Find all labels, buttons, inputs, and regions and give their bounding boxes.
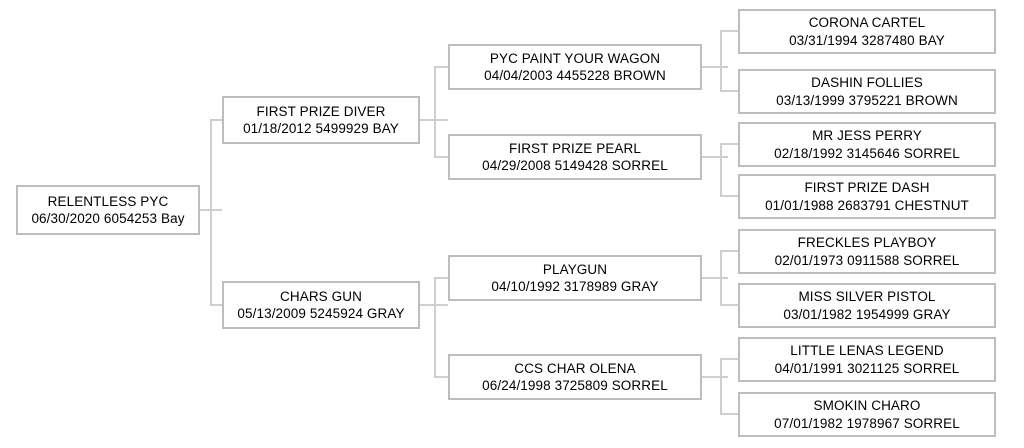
- node-name: PYC PAINT YOUR WAGON: [489, 50, 661, 66]
- node-name: CORONA CARTEL: [808, 15, 926, 31]
- pedigree-node-dam-sire[interactable]: PLAYGUN 04/10/1992 3178989 GRAY: [448, 255, 702, 301]
- node-name: CCS CHAR OLENA: [514, 360, 636, 376]
- connector-branch: [434, 156, 448, 158]
- connector-branch: [434, 376, 448, 378]
- node-detail: 01/18/2012 5499929 BAY: [243, 121, 399, 136]
- connector-bus: [720, 359, 722, 414]
- pedigree-node-dam-dam[interactable]: CCS CHAR OLENA 06/24/1998 3725809 SORREL: [448, 354, 702, 400]
- pedigree-node-dam[interactable]: CHARS GUN 05/13/2009 5245924 GRAY: [222, 281, 420, 329]
- connector-bus: [210, 120, 212, 305]
- connector-branch: [210, 119, 222, 121]
- node-detail: 03/01/1982 1954999 GRAY: [783, 306, 951, 322]
- connector-bus: [434, 278, 436, 377]
- connector-branch: [720, 143, 738, 145]
- connector-branch: [720, 30, 738, 32]
- pedigree-node-sire-dam[interactable]: FIRST PRIZE PEARL 04/29/2008 5149428 SORR…: [448, 134, 702, 180]
- connector-branch: [720, 195, 738, 197]
- node-name: CHARS GUN: [280, 288, 362, 304]
- connector-branch: [720, 358, 738, 360]
- node-detail: 04/29/2008 5149428 SORREL: [482, 158, 668, 173]
- node-name: MISS SILVER PISTOL: [798, 289, 936, 305]
- node-name: MR JESS PERRY: [812, 128, 922, 144]
- node-name: SMOKIN CHARO: [813, 398, 921, 414]
- node-name: DASHIN FOLLIES: [811, 75, 923, 91]
- node-detail: 02/01/1973 0911588 SORREL: [774, 252, 960, 268]
- node-detail: 03/13/1999 3795221 BROWN: [776, 92, 958, 108]
- node-name: FIRST PRIZE DASH: [804, 180, 930, 196]
- node-detail: 07/01/1982 1978967 SORREL: [774, 415, 960, 431]
- node-detail: 06/30/2020 6054253 Bay: [31, 211, 185, 226]
- node-name: FIRST PRIZE DIVER: [256, 103, 386, 119]
- pedigree-node-root[interactable]: RELENTLESS PYC 06/30/2020 6054253 Bay: [16, 185, 200, 235]
- node-detail: 01/01/1988 2683791 CHESTNUT: [765, 197, 969, 213]
- node-name: FRECKLES PLAYBOY: [797, 235, 937, 251]
- connector-bus: [434, 67, 436, 157]
- connector-stub: [702, 66, 728, 68]
- connector-bus: [720, 144, 722, 196]
- node-detail: 04/10/1992 3178989 GRAY: [491, 279, 659, 294]
- node-detail: 06/24/1998 3725809 SORREL: [482, 378, 668, 393]
- node-detail: 04/04/2003 4455228 BROWN: [484, 68, 666, 83]
- pedigree-node-sire-sire[interactable]: PYC PAINT YOUR WAGON 04/04/2003 4455228 B…: [448, 44, 702, 90]
- connector-branch: [720, 90, 738, 92]
- connector-bus: [720, 31, 722, 91]
- node-detail: 03/31/1994 3287480 BAY: [789, 32, 945, 48]
- node-name: RELENTLESS PYC: [47, 193, 169, 209]
- connector-stub: [702, 277, 728, 279]
- connector-branch: [434, 66, 448, 68]
- node-name: FIRST PRIZE PEARL: [509, 140, 641, 156]
- node-detail: 05/13/2009 5245924 GRAY: [237, 306, 405, 321]
- connector-branch: [434, 277, 448, 279]
- node-name: PLAYGUN: [542, 261, 608, 277]
- connector-branch: [720, 250, 738, 252]
- node-detail: 02/18/1992 3145646 SORREL: [774, 145, 960, 161]
- pedigree-node-sire[interactable]: FIRST PRIZE DIVER 01/18/2012 5499929 BAY: [222, 96, 420, 144]
- connector-stub: [702, 376, 728, 378]
- connector-branch: [210, 304, 222, 306]
- node-name: LITTLE LENAS LEGEND: [790, 343, 944, 359]
- connector-branch: [720, 413, 738, 415]
- node-detail: 04/01/1991 3021125 SORREL: [774, 360, 960, 376]
- connector-bus: [720, 251, 722, 305]
- connector-stub: [702, 156, 728, 158]
- connector-branch: [720, 304, 738, 306]
